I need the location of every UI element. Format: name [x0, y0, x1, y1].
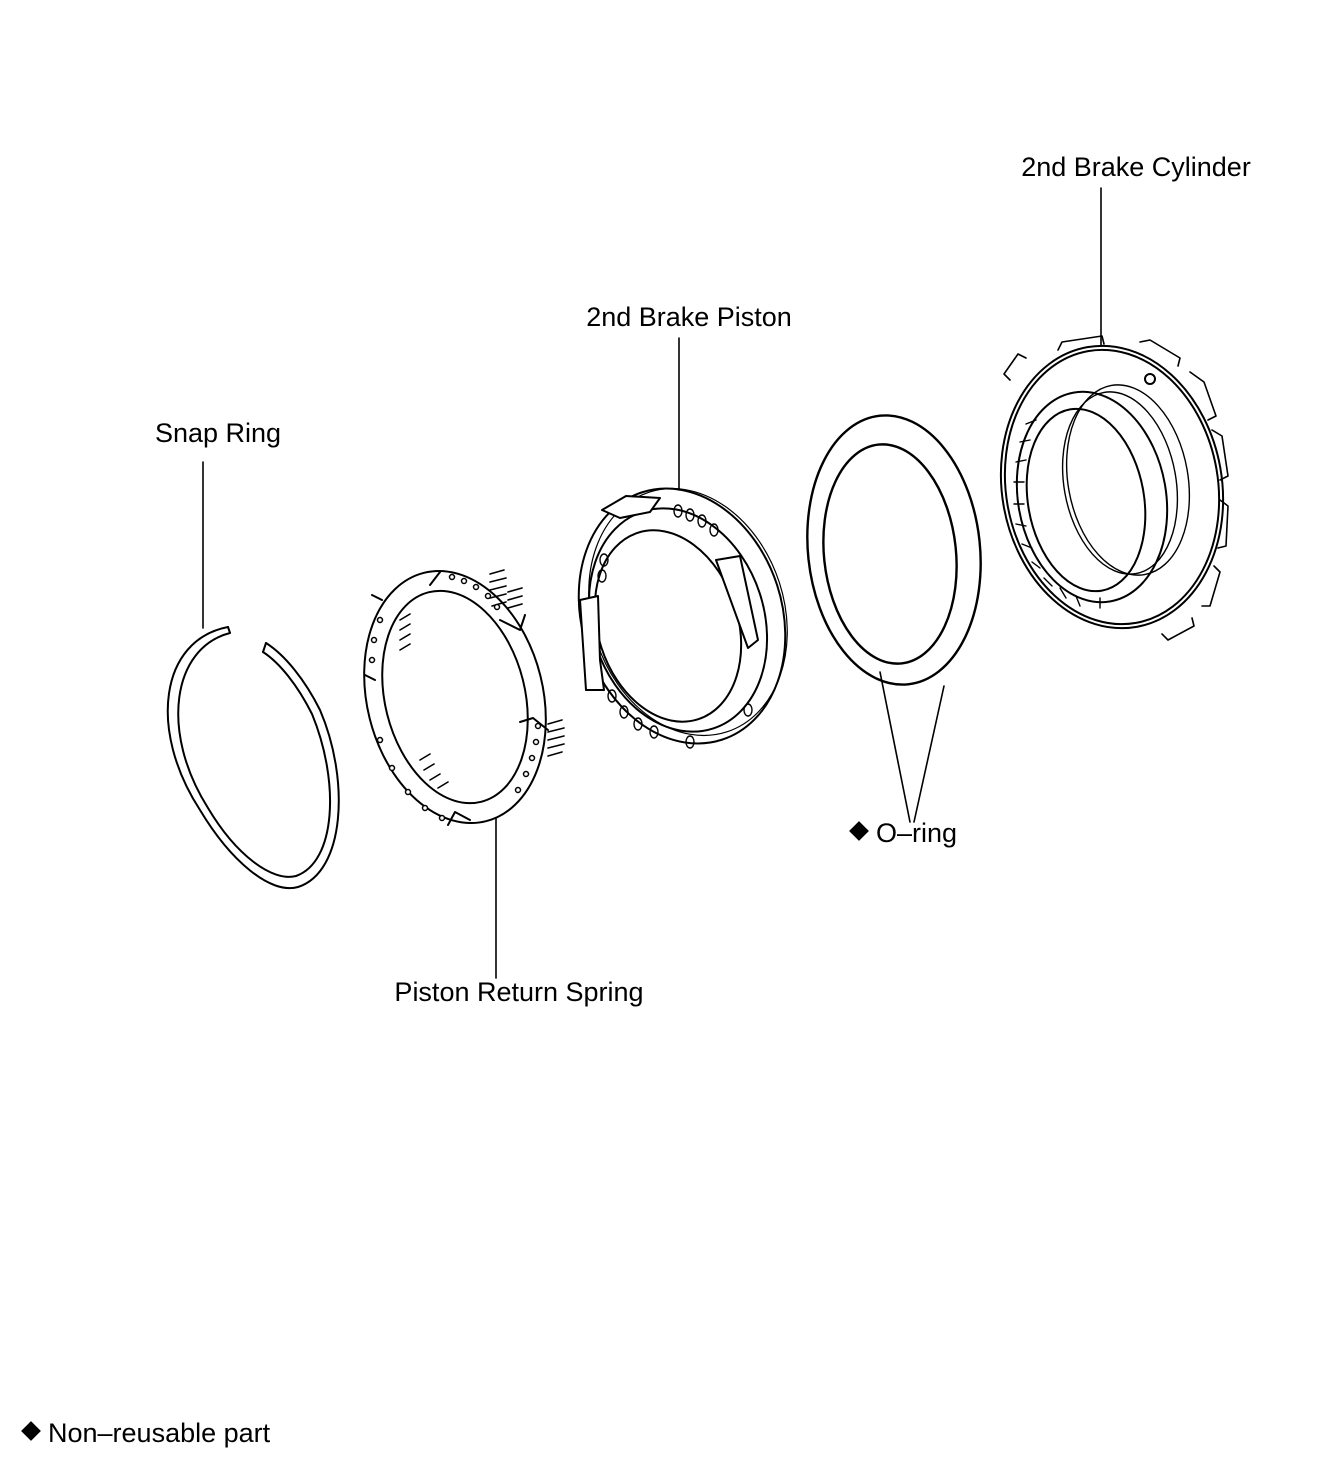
label-snap-ring: Snap Ring [154, 418, 282, 448]
diamond-icon [21, 1421, 41, 1441]
label-2nd-brake-piston: 2nd Brake Piston [586, 302, 792, 332]
piston-edge-holes [598, 505, 752, 748]
label-piston-return-spring: Piston Return Spring [394, 977, 644, 1007]
diamond-icon [849, 821, 869, 841]
leader-o-ring-outer [914, 686, 944, 822]
label-o-ring-text: O–ring [876, 818, 958, 848]
second-brake-cylinder-part [979, 328, 1245, 646]
label-2nd-brake-cylinder: 2nd Brake Cylinder [1021, 152, 1251, 182]
cylinder-hole-icon [1145, 374, 1155, 384]
cylinder-inner-splines [1014, 420, 1100, 608]
label-o-ring: O–ring [849, 818, 958, 848]
snap-ring-part [168, 627, 339, 888]
legend: Non–reusable part [21, 1418, 271, 1448]
second-brake-piston-part [547, 461, 819, 770]
return-spring-holes [370, 575, 541, 821]
o-ring-part [794, 407, 993, 693]
return-spring-coils [400, 570, 564, 788]
leader-lines [203, 188, 1101, 978]
cylinder-outer-lugs [1004, 336, 1228, 640]
legend-text: Non–reusable part [48, 1418, 271, 1448]
leader-o-ring-inner [880, 672, 910, 822]
piston-return-spring-part [339, 552, 572, 843]
